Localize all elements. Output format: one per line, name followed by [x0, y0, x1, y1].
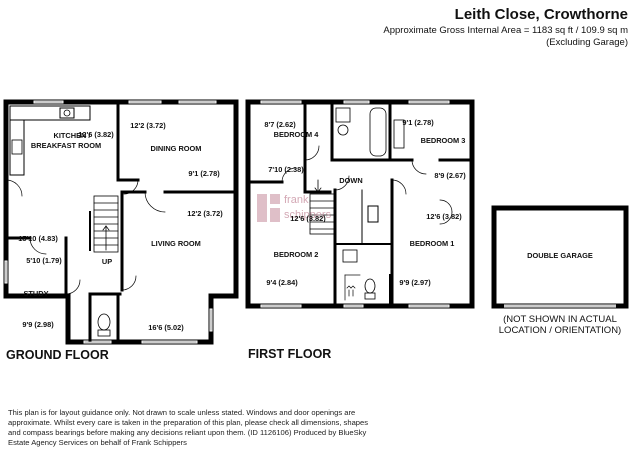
garage-note-line-1: (NOT SHOWN IN ACTUAL: [503, 314, 617, 325]
bedroom1-dimension-a: 12'6 (3.82): [426, 212, 462, 221]
garage-title: DOUBLE GARAGE: [527, 251, 593, 260]
living-dimension-b: 16'6 (5.02): [148, 323, 184, 332]
bedroom1-dimension-b: 9'9 (2.97): [399, 278, 431, 287]
first-window-panes: [261, 101, 449, 307]
bedroom4-title: BEDROOM 4: [274, 130, 320, 139]
study-title: STUDY: [23, 289, 48, 298]
dining-dimension-a: 12'2 (3.72): [130, 121, 166, 130]
bedroom4-dimension-b: 7'10 (2.38): [268, 165, 304, 174]
garage-location-note: (NOT SHOWN IN ACTUAL LOCATION / ORIENTAT…: [496, 314, 624, 336]
bedroom4-dimension-a: 8'7 (2.62): [264, 120, 296, 129]
ground-window-panes: [5, 101, 216, 343]
bedroom3-dimension-b: 8'9 (2.67): [434, 171, 466, 180]
garage-plan: [491, 205, 629, 309]
bedroom2-dimension-a: 12'6 (3.82): [290, 214, 326, 223]
dining-title: DINING ROOM: [151, 144, 202, 153]
ground-floor-label: GROUND FLOOR: [6, 348, 109, 362]
living-dimension-a: 12'2 (3.72): [187, 209, 223, 218]
kitchen-title-line-1: KITCHEN /: [54, 131, 91, 140]
agency-watermark: [257, 194, 280, 222]
kitchen-dimension-a: 12'6 (3.82): [78, 130, 114, 139]
watermark-text-1: frank: [284, 194, 309, 206]
first-floor-label: FIRST FLOOR: [248, 347, 332, 361]
bedroom1-title: BEDROOM 1: [410, 239, 455, 248]
living-title: LIVING ROOM: [151, 239, 201, 248]
watermark-text-2: schippers: [284, 209, 332, 221]
ground-door-swings: [5, 179, 166, 295]
first-door-swings: [281, 145, 453, 225]
gross-area-line: Approximate Gross Internal Area = 1183 s…: [383, 25, 628, 36]
bedroom3-title: BEDROOM 3: [421, 136, 466, 145]
excluding-garage-note: (Excluding Garage): [546, 37, 628, 48]
ground-floor-plan: [3, 99, 239, 345]
disclaimer-text: This plan is for layout guidance only. N…: [8, 408, 369, 447]
stairs-up-label: UP: [102, 257, 112, 266]
plan-title: Leith Close, Crowthorne: [454, 6, 628, 23]
kitchen-title-line-2: BREAKFAST ROOM: [31, 141, 101, 150]
first-stairs: [309, 179, 335, 235]
ground-room-labels: KITCHEN / BREAKFAST ROOM 12'6 (3.82) 15'…: [18, 121, 223, 332]
area-summary: Approximate Gross Internal Area = 1183 s…: [383, 25, 628, 49]
ground-stairs: [93, 195, 119, 253]
garage-note-line-2: LOCATION / ORIENTATION): [498, 325, 622, 336]
first-floor-plan: [245, 99, 475, 309]
first-room-labels: BEDROOM 4 8'7 (2.62) 7'10 (2.38) BEDROOM…: [264, 118, 466, 287]
bedroom2-dimension-b: 9'4 (2.84): [266, 278, 298, 287]
bedroom2-title: BEDROOM 2: [274, 250, 319, 259]
kitchen-dimension-b: 15'10 (4.83): [18, 234, 58, 243]
study-dimension-a: 5'10 (1.79): [26, 256, 62, 265]
dining-dimension-b: 9'1 (2.78): [188, 169, 220, 178]
study-dimension-b: 9'9 (2.98): [22, 320, 54, 329]
bedroom3-dimension-a: 9'1 (2.78): [402, 118, 434, 127]
stairs-down-label: DOWN: [339, 176, 362, 185]
